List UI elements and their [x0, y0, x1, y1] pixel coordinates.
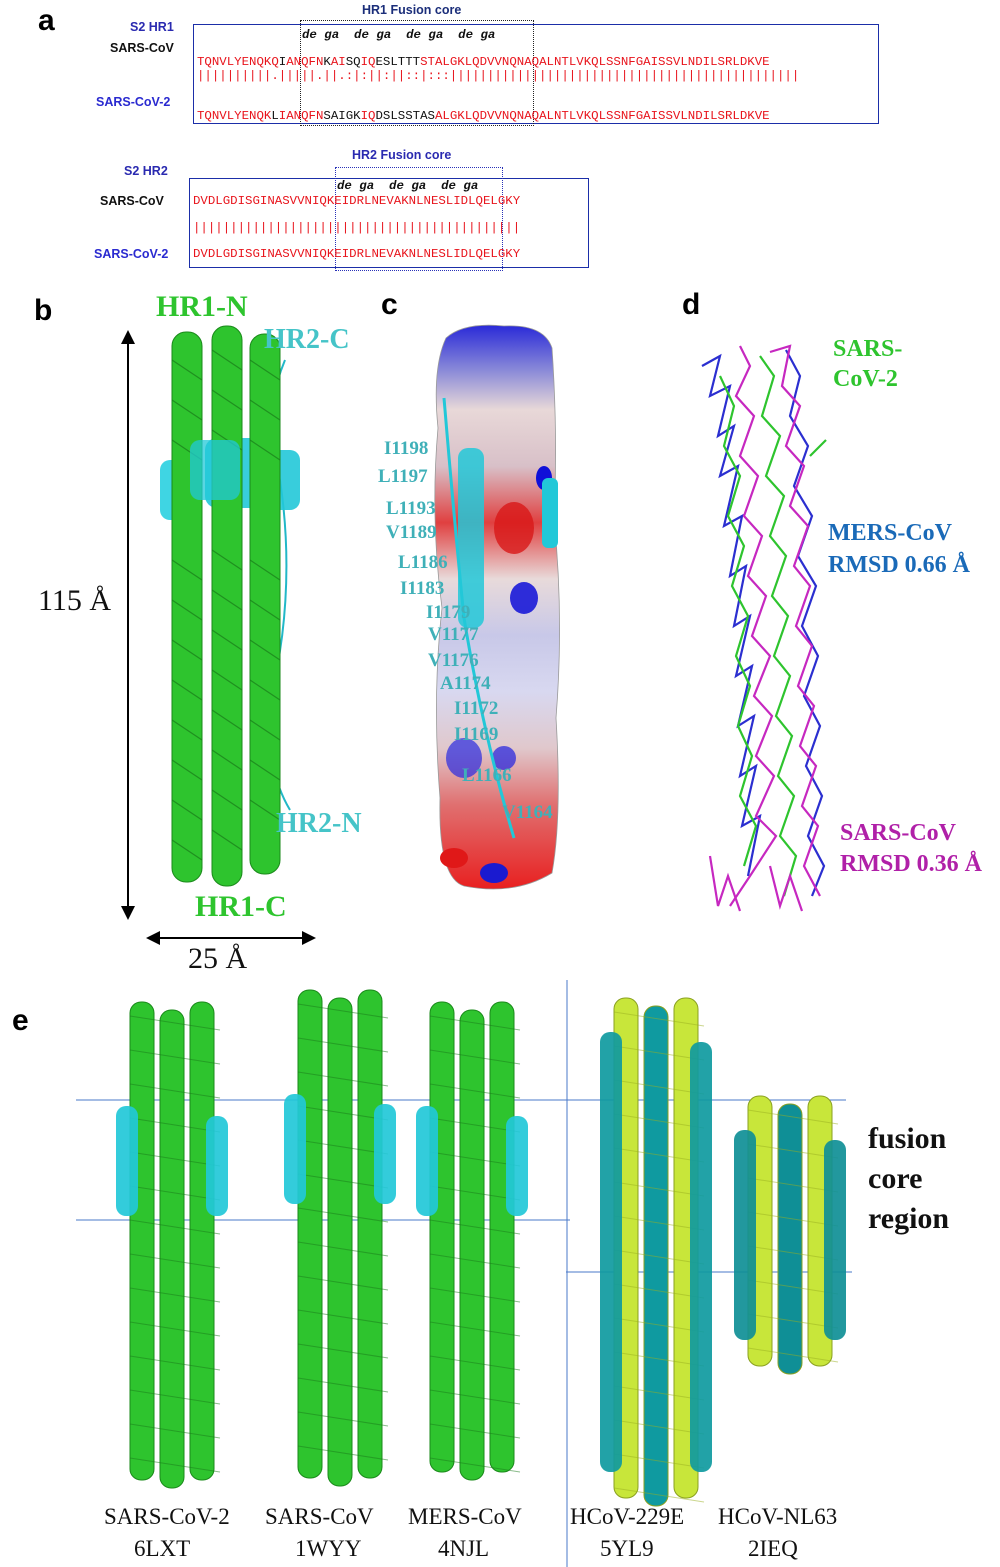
panel-label-e: e: [12, 1004, 29, 1037]
hr1-row2-seg: DSLSSTAS: [375, 109, 435, 123]
hr1-row1-seg: K: [323, 55, 331, 69]
mers-label-line1: MERS-CoV: [828, 520, 952, 546]
residue-label: L1193: [386, 498, 436, 519]
fusion-core-label-line1: fusion: [868, 1122, 947, 1155]
hr2-row1-name: SARS-CoV: [100, 194, 164, 208]
structure-pdb-label: 4NJL: [438, 1536, 490, 1561]
hr2-row2-seq: DVDLGDISGINASVVNIQKEIDRLNEVAKNLNESLIDLQE…: [193, 247, 521, 261]
hr1-row1-seg: IQ: [360, 55, 376, 69]
panel-d-superposition: [701, 344, 827, 912]
mers-label-line2: RMSD 0.66 Å: [828, 552, 970, 578]
sars-label-line2: RMSD 0.36 Å: [840, 851, 982, 877]
residue-label: I1198: [384, 438, 429, 459]
width-arrow: [146, 931, 316, 945]
panel-label-c: c: [381, 288, 398, 321]
structure-name-label: SARS-CoV: [265, 1504, 374, 1529]
sars2-label-line1: SARS-: [833, 336, 903, 362]
hr1-row1-seg: TQNVLYENQKQ: [197, 55, 279, 69]
hr1-match-line: ||||||||||.|||||.||.:|:||:||::|:::||||||…: [197, 69, 800, 83]
hr1-row1-seg: STALGKLQDVVNQNAQALNTLVKQLSSNFGAISSVLNDIL…: [420, 55, 770, 69]
hr2-heptad: de ga de ga de ga: [337, 179, 479, 193]
structure-pdb-label: 2IEQ: [748, 1536, 798, 1561]
hr1-core-label: HR1 Fusion core: [362, 3, 462, 17]
hr1-alignment-box: [193, 24, 879, 124]
residue-label: V1176: [428, 650, 479, 671]
hr1-title: S2 HR1: [130, 20, 174, 34]
hr2-match-line: ||||||||||||||||||||||||||||||||||||||||…: [193, 221, 521, 235]
structure-pdb-label: 1WYY: [295, 1536, 362, 1561]
hr1-row2-seg: TQNVLYENQK: [197, 109, 272, 123]
residue-label: V1177: [428, 624, 479, 645]
hr1-heptad: de ga de ga de ga de ga: [302, 28, 496, 42]
hr1-row2-seg: IQ: [360, 109, 376, 123]
structure-pdb-label: 5YL9: [600, 1536, 654, 1561]
hr1-row1-seg: SQ: [345, 55, 361, 69]
helix-bundle-structure: [734, 1095, 846, 1375]
hr2-fusion-core-box: [335, 167, 503, 271]
residue-label: A1174: [440, 673, 491, 694]
structure-name-label: HCoV-NL63: [718, 1504, 838, 1529]
structure-pdb-label: 6LXT: [134, 1536, 191, 1561]
sars-label-line1: SARS-CoV: [840, 820, 957, 846]
hr2-core-label: HR2 Fusion core: [352, 148, 452, 162]
hr2-row1-seq: DVDLGDISGINASVVNIQKEIDRLNEVAKNLNESLIDLQE…: [193, 194, 521, 208]
hr1-row1-seg: AI: [330, 55, 346, 69]
residue-label: L1186: [398, 552, 448, 573]
fusion-core-label-line3: region: [868, 1202, 950, 1235]
helix-bundle-structure: [416, 1001, 528, 1481]
length-arrow: [121, 330, 135, 920]
residue-label: L1197: [378, 466, 428, 487]
panel-label-d: d: [682, 288, 701, 321]
hr1-row2-seg: ALGKLQDVVNQNAQALNTLVKQLSSNFGAISSVLNDILSR…: [434, 109, 770, 123]
panel-label-a: a: [38, 4, 55, 37]
hr2-alignment-box: [189, 178, 589, 268]
length-label: 115 Å: [38, 584, 112, 617]
residue-label: I1172: [454, 698, 499, 719]
hr1-row2-seg: L: [271, 109, 279, 123]
panel-c-surface: [434, 324, 560, 890]
hr1-row2-seq: TQNVLYENQKLIANQFNSAIGKIQDSLSSTASALGKLQDV…: [197, 95, 770, 123]
hr1-n-label: HR1-N: [156, 290, 248, 323]
helix-bundle-structure: [600, 997, 712, 1507]
hr1-row1-seg: ANQFN: [286, 55, 324, 69]
panel-b-structure: [160, 325, 300, 887]
helix-bundle-structure: [284, 989, 396, 1487]
hr1-row1-seq: TQNVLYENQKQIANQFNKAISQIQESLTTTSTALGKLQDV…: [197, 41, 770, 69]
residue-label: I1179: [426, 602, 471, 623]
hr1-c-label: HR1-C: [195, 890, 287, 923]
residue-label: V1189: [386, 522, 437, 543]
structure-name-label: MERS-CoV: [408, 1504, 522, 1529]
hr1-row2-seg: SAI: [323, 109, 346, 123]
hr1-row1-name: SARS-CoV: [110, 41, 174, 55]
hr1-row1-seg: I: [278, 55, 287, 69]
hr1-row1-seg: ESLTTT: [375, 55, 421, 69]
fusion-core-label-line2: core: [868, 1162, 923, 1195]
width-label: 25 Å: [188, 942, 248, 975]
hr1-row2-seg: GK: [345, 109, 361, 123]
hr1-row2-name: SARS-CoV-2: [96, 95, 171, 109]
panel-label-b: b: [34, 294, 53, 327]
residue-label: V1164: [502, 802, 553, 823]
residue-label: I1169: [454, 724, 499, 745]
hr2-c-label: HR2-C: [264, 324, 350, 355]
hr1-fusion-core-box: [300, 20, 534, 126]
hr2-title: S2 HR2: [124, 164, 168, 178]
helix-bundle-structure: [116, 1001, 228, 1489]
hr2-n-label: HR2-N: [276, 808, 362, 839]
structure-name-label: SARS-CoV-2: [104, 1504, 230, 1529]
structure-name-label: HCoV-229E: [570, 1504, 685, 1529]
residue-label: L1166: [462, 765, 512, 786]
residue-label: I1183: [400, 578, 445, 599]
sars2-label-line2: CoV-2: [833, 366, 898, 392]
hr2-row2-name: SARS-CoV-2: [94, 247, 169, 261]
hr1-row2-seg: IANQFN: [278, 109, 324, 123]
